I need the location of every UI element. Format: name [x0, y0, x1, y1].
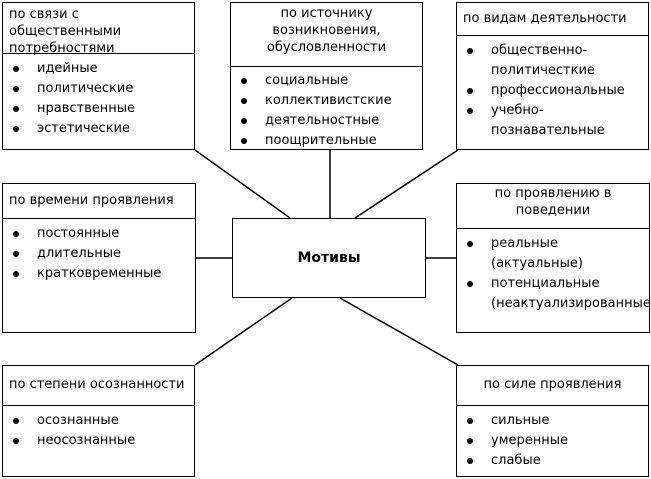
- bullet-icon: [13, 106, 19, 112]
- bullet-icon: [467, 438, 473, 444]
- box-strength-list: сильные умеренные слабые: [457, 406, 648, 471]
- bullet-icon: [13, 251, 19, 257]
- center-motives: Мотивы: [232, 218, 426, 298]
- list-item: эстетические: [11, 119, 190, 139]
- box-behavior-list: реальные (актуальные) потенциальные (неа…: [457, 229, 651, 314]
- list-item: политические: [11, 79, 190, 99]
- box-time-title: по времени проявления: [3, 184, 195, 219]
- box-behavior-title: по проявлению в поведении: [457, 184, 649, 229]
- center-label: Мотивы: [297, 250, 361, 266]
- list-item: учебно-познавательные: [465, 101, 644, 141]
- bullet-icon: [241, 118, 247, 124]
- bullet-icon: [13, 438, 19, 444]
- box-awareness-title: по степени осознанности: [3, 366, 194, 406]
- box-awareness: по степени осознанности осознанные неосо…: [2, 365, 195, 477]
- list-item: поощрительные: [239, 131, 418, 151]
- connector-social-needs: [194, 149, 291, 219]
- box-social-needs-title: по связи с общественными потребностями: [3, 3, 194, 56]
- list-item: коллективистские: [239, 91, 418, 111]
- box-awareness-list: осознанные неосознанные: [3, 406, 194, 451]
- bullet-icon: [467, 281, 473, 287]
- box-origin-list: социальные коллективистские деятельностн…: [231, 67, 422, 151]
- list-item: слабые: [465, 451, 644, 471]
- bullet-icon: [467, 48, 473, 54]
- list-item: осознанные: [11, 411, 190, 431]
- bullet-icon: [467, 241, 473, 247]
- list-item: реальные (актуальные): [465, 234, 645, 274]
- bullet-icon: [241, 78, 247, 84]
- list-item: деятельностные: [239, 111, 418, 131]
- bullet-icon: [13, 418, 19, 424]
- list-item: идейные: [11, 59, 190, 79]
- box-origin: по источнику возникновения, обусловленно…: [230, 2, 423, 150]
- box-time-list: постоянные длительные кратковременные: [3, 219, 195, 284]
- bullet-icon: [467, 418, 473, 424]
- box-social-needs-list: идейные политические нравственные эстети…: [3, 54, 194, 139]
- box-social-needs: по связи с общественными потребностями и…: [2, 2, 195, 150]
- box-activity-title: по видам деятельности: [457, 3, 648, 36]
- box-activity: по видам деятельности общественно-полити…: [456, 2, 649, 150]
- bullet-icon: [241, 138, 247, 144]
- connector-activity: [354, 149, 459, 219]
- list-item: профессиональные: [465, 81, 644, 101]
- box-strength: по силе проявления сильные умеренные сла…: [456, 365, 649, 477]
- connector-strength: [339, 297, 459, 366]
- list-item: длительные: [11, 244, 191, 264]
- list-item: кратковременные: [11, 264, 191, 284]
- list-item: сильные: [465, 411, 644, 431]
- bullet-icon: [467, 458, 473, 464]
- bullet-icon: [467, 108, 473, 114]
- bullet-icon: [13, 271, 19, 277]
- list-item: потенциальные (неактуализированные): [465, 274, 651, 314]
- bullet-icon: [241, 98, 247, 104]
- box-behavior: по проявлению в поведении реальные (акту…: [456, 183, 651, 333]
- bullet-icon: [13, 86, 19, 92]
- list-item: неосознанные: [11, 431, 190, 451]
- list-item: общественно-политичесткие: [465, 41, 644, 81]
- box-strength-title: по силе проявления: [457, 366, 648, 406]
- connector-awareness: [194, 297, 293, 366]
- bullet-icon: [13, 66, 19, 72]
- list-item: умеренные: [465, 431, 644, 451]
- box-time: по времени проявления постоянные длитель…: [2, 183, 196, 333]
- list-item: нравственные: [11, 99, 190, 119]
- box-origin-title: по источнику возникновения, обусловленно…: [231, 3, 422, 67]
- bullet-icon: [13, 231, 19, 237]
- bullet-icon: [13, 126, 19, 132]
- bullet-icon: [467, 88, 473, 94]
- list-item: постоянные: [11, 224, 191, 244]
- box-activity-list: общественно-политичесткие профессиональн…: [457, 36, 648, 141]
- list-item: социальные: [239, 71, 418, 91]
